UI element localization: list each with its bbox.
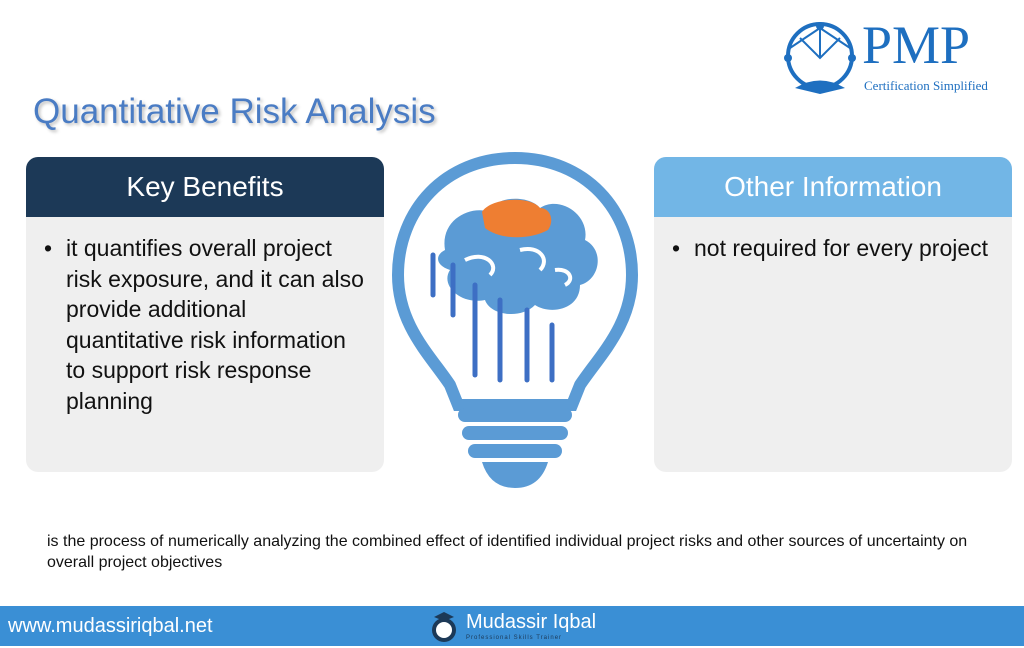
website-link[interactable]: www.mudassiriqbal.net [8,615,213,637]
list-item: not required for every project [672,233,996,264]
pmp-logo: PMP Certification Simplified [780,18,1010,98]
slide-title: Quantitative Risk Analysis [33,92,436,131]
other-information-header: Other Information [654,157,1012,217]
footer-bar: www.mudassiriqbal.net Mudassir Iqbal Pro… [0,606,1024,646]
key-benefits-header: Key Benefits [26,157,384,217]
list-item: it quantifies overall project risk expos… [44,233,368,416]
other-information-panel: Other Information not required for every… [654,157,1012,472]
logo-tagline: Certification Simplified [864,78,988,93]
brand-name: Mudassir Iqbal [466,610,597,633]
brand-logo: Mudassir Iqbal Professional Skills Train… [428,609,596,643]
globe-network-icon [784,22,856,94]
brand-text: Mudassir Iqbal Professional Skills Train… [466,611,596,642]
key-benefits-panel: Key Benefits it quantifies overall proje… [26,157,384,472]
lightbulb-brain-icon [390,150,640,495]
definition-text: is the process of numerically analyzing … [47,533,968,571]
logo-name: PMP [862,15,971,75]
graduate-globe-icon [432,612,456,642]
brand-tagline: Professional Skills Trainer [466,634,563,641]
